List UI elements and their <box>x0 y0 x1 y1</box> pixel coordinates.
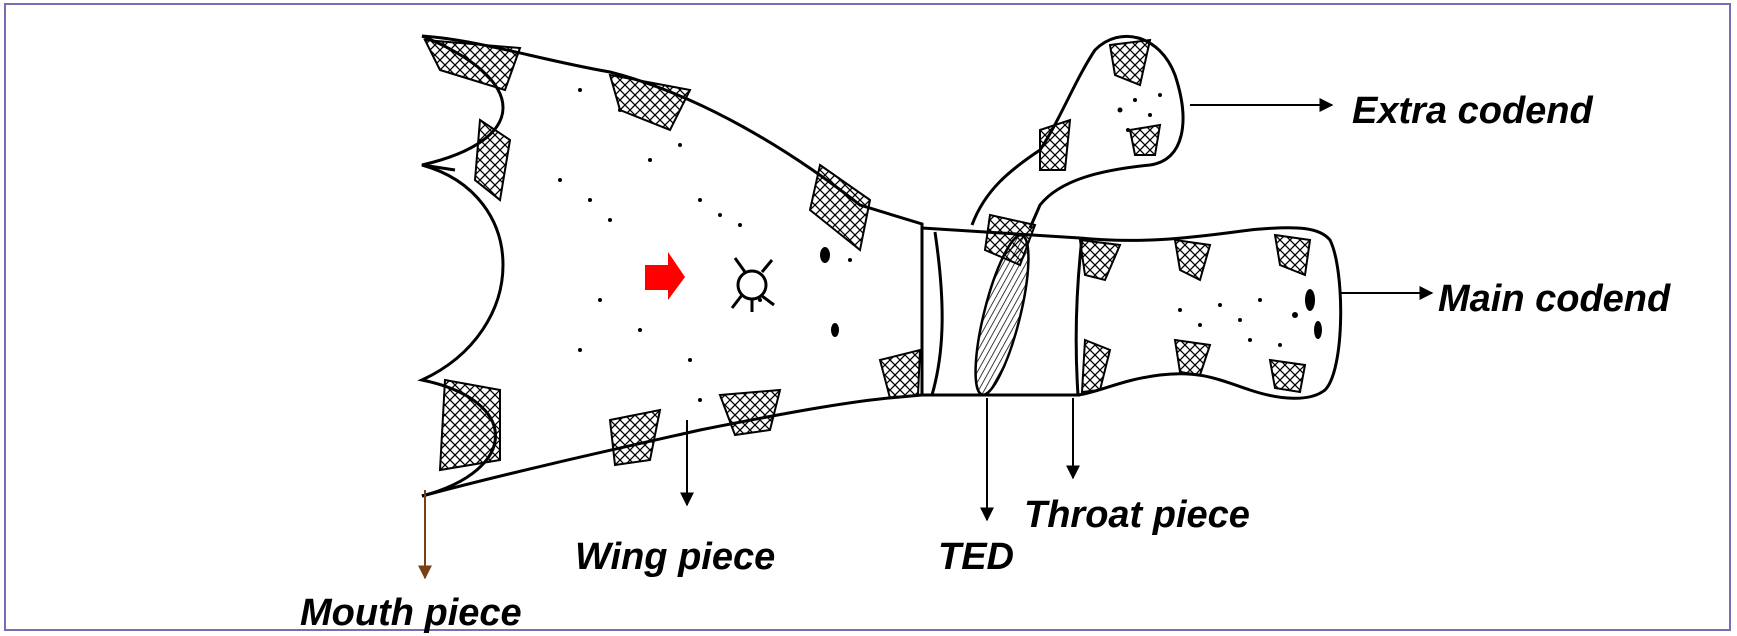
main-codend-label: Main codend <box>1438 280 1670 318</box>
fish-direction-arrow <box>645 252 685 300</box>
mesh-hatching <box>425 40 920 470</box>
body-dots <box>558 88 852 402</box>
codend-hatching <box>1175 235 1310 392</box>
extra-codend-hatching <box>1040 40 1160 170</box>
wing-piece-label: Wing piece <box>575 538 775 576</box>
extra-codend-label: Extra codend <box>1352 92 1593 130</box>
throat-piece-label: Throat piece <box>1024 496 1250 534</box>
ted-label: TED <box>938 538 1014 576</box>
turtle-icon <box>732 258 774 312</box>
codend-dots <box>1178 289 1322 347</box>
mouth-piece-label: Mouth piece <box>300 594 522 632</box>
